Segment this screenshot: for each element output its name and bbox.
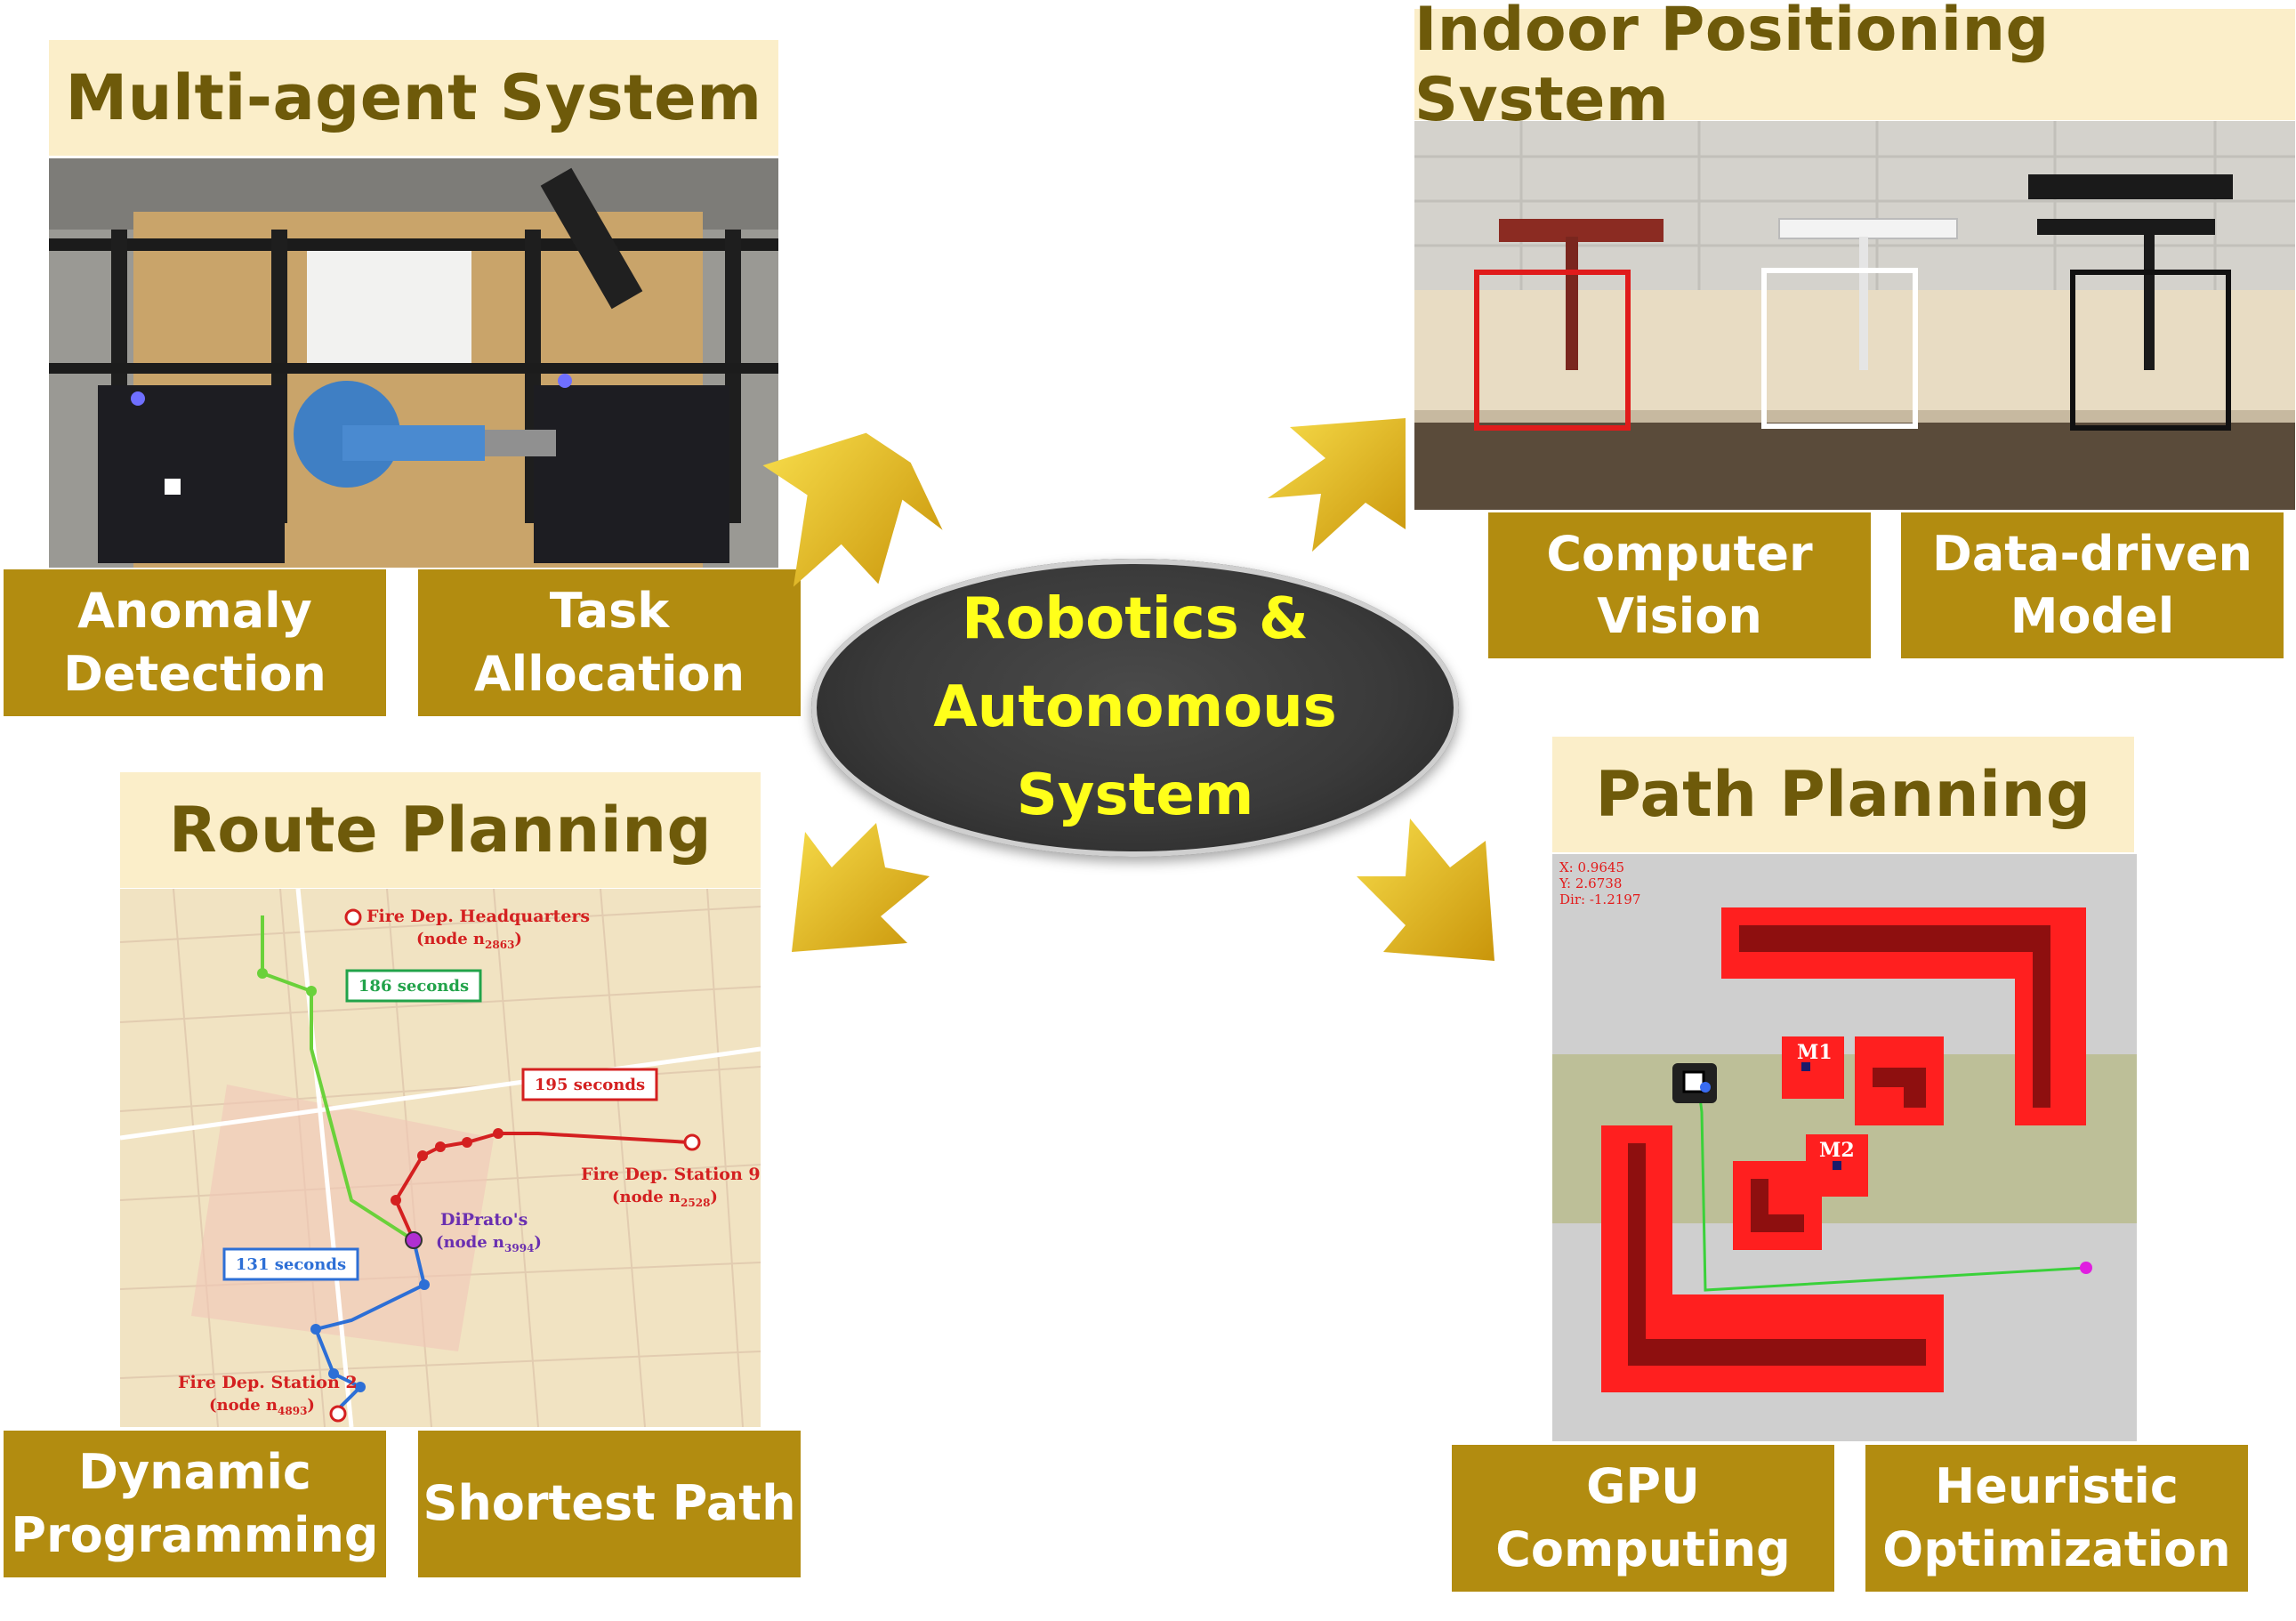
label-fire-hq-sub: 2863	[485, 939, 514, 951]
gpu-computing-line2: Computing	[1495, 1520, 1791, 1577]
label-station-9-sub: 2528	[681, 1197, 710, 1209]
svg-text:(node n2528): (node n2528)	[612, 1188, 718, 1209]
heuristic-optimization-line1: Heuristic	[1935, 1458, 2179, 1515]
dynamic-programming-line2: Programming	[11, 1506, 379, 1563]
route-map-svg: 186 seconds 195 seconds 131 seconds Fire…	[120, 889, 761, 1427]
center-line-1: Robotics &	[962, 585, 1309, 652]
readout-y: Y: 2.6738	[1559, 875, 1622, 891]
anomaly-detection-line2: Detection	[63, 645, 326, 702]
path-planning-arena: X: 0.9645 Y: 2.6738 Dir: -1.2197 M1 M2	[1552, 854, 2137, 1441]
label-station-9-node: (node n	[612, 1188, 681, 1206]
task-allocation-pill: Task Allocation	[418, 569, 801, 716]
label-m2: M2	[1819, 1139, 1855, 1162]
data-driven-model-line1: Data-driven	[1932, 525, 2252, 582]
label-station-9: Fire Dep. Station 9	[581, 1165, 761, 1184]
route-planning-title: Route Planning	[120, 772, 761, 888]
data-driven-model-pill: Data-driven Model	[1901, 512, 2284, 658]
anomaly-detection-line1: Anomaly	[77, 583, 312, 640]
label-diprato-sub: 3994	[504, 1242, 534, 1254]
center-line-2: Autonomous	[933, 673, 1337, 740]
label-station-2-node: (node n	[209, 1396, 278, 1415]
label-station-2: Fire Dep. Station 2	[178, 1373, 358, 1392]
label-diprato-node: (node n	[436, 1233, 504, 1252]
svg-text:(node n4893): (node n4893)	[209, 1396, 315, 1417]
dynamic-programming-line1: Dynamic	[78, 1444, 311, 1501]
task-allocation-line1: Task	[549, 583, 670, 640]
computer-vision-pill: Computer Vision	[1488, 512, 1871, 658]
multi-agent-photo	[49, 158, 778, 568]
gpu-computing-line1: GPU	[1586, 1458, 1700, 1515]
robot-workcell-illustration	[49, 158, 778, 568]
indoor-lab-photo	[1414, 121, 2295, 510]
arrow-up-left	[762, 432, 943, 587]
readout-dir: Dir: -1.2197	[1559, 891, 1640, 907]
label-diprato: DiPrato's	[440, 1210, 528, 1230]
label-station-2-sub: 4893	[278, 1405, 307, 1417]
anomaly-detection-pill: Anomaly Detection	[4, 569, 386, 716]
task-allocation-line2: Allocation	[473, 645, 745, 702]
path-planning-title-text: Path Planning	[1595, 758, 2091, 831]
arrow-down-left	[792, 823, 930, 952]
label-131-seconds: 131 seconds	[236, 1255, 346, 1274]
lab-ceiling-illustration	[1414, 121, 2295, 510]
center-topic-ellipse: Robotics & Autonomous System	[811, 559, 1459, 857]
data-driven-model-line2: Model	[2010, 588, 2175, 644]
indoor-positioning-title: Indoor Positioning System	[1414, 0, 2295, 135]
computer-vision-line1: Computer	[1546, 525, 1813, 582]
arrow-up-right	[1268, 418, 1406, 552]
arrow-down-right	[1357, 819, 1494, 961]
gpu-computing-pill: GPU Computing	[1452, 1445, 1834, 1592]
label-fire-hq: Fire Dep. Headquarters	[367, 907, 590, 926]
shortest-path-pill: Shortest Path	[418, 1431, 801, 1577]
heuristic-optimization-line2: Optimization	[1882, 1520, 2231, 1577]
indoor-positioning-title-text: Indoor Positioning System	[1414, 0, 2050, 135]
label-fire-hq-node: (node n	[416, 930, 485, 948]
multi-agent-title: Multi-agent System	[49, 40, 778, 156]
label-186-seconds: 186 seconds	[358, 977, 469, 996]
path-planning-title: Path Planning	[1552, 737, 2134, 852]
heuristic-optimization-pill: Heuristic Optimization	[1865, 1445, 2248, 1592]
svg-text:(node n2863): (node n2863)	[416, 930, 522, 951]
route-map: 186 seconds 195 seconds 131 seconds Fire…	[120, 889, 761, 1427]
shortest-path-text: Shortest Path	[423, 1475, 796, 1532]
center-line-3: System	[1016, 762, 1254, 829]
computer-vision-line2: Vision	[1597, 588, 1762, 644]
svg-text:(node n3994): (node n3994)	[436, 1233, 542, 1254]
dynamic-programming-pill: Dynamic Programming	[4, 1431, 386, 1577]
readout-x: X: 0.9645	[1559, 859, 1624, 875]
arena-svg: X: 0.9645 Y: 2.6738 Dir: -1.2197 M1 M2	[1552, 854, 2137, 1441]
route-planning-title-text: Route Planning	[168, 794, 713, 867]
multi-agent-title-text: Multi-agent System	[65, 61, 762, 134]
label-m1: M1	[1797, 1041, 1833, 1064]
label-195-seconds: 195 seconds	[535, 1076, 645, 1094]
